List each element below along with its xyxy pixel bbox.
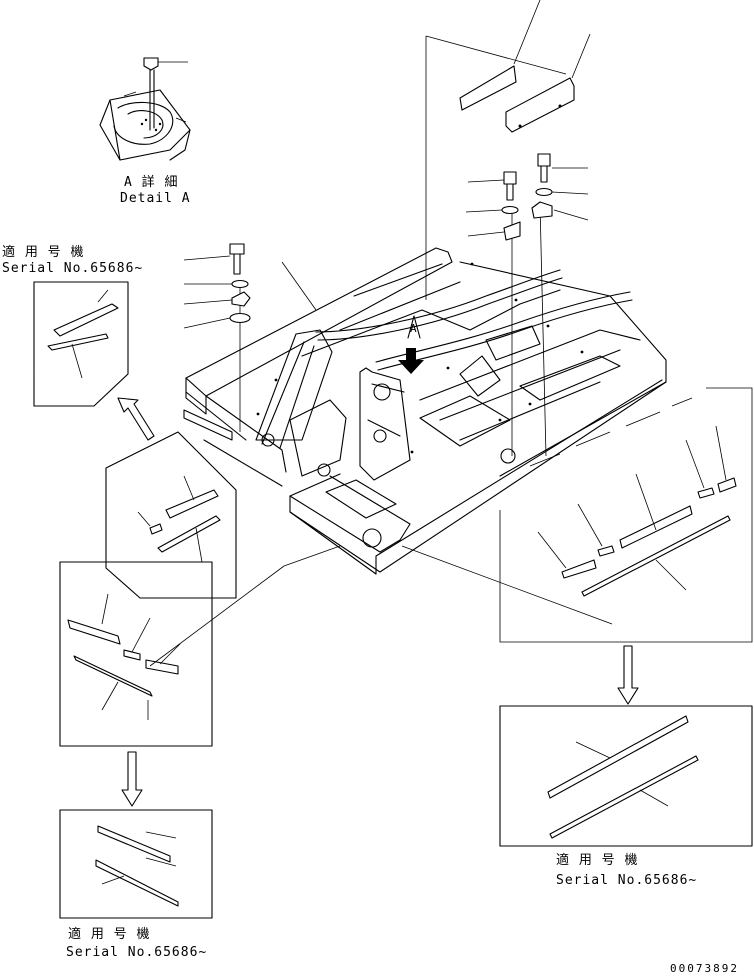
callout-box-bottom-right [499,705,753,847]
detail-a-label-en: Detail A [120,191,191,206]
drawing-number: 00073892 [670,962,739,975]
view-marker-label: A [410,322,418,335]
callout-box-upper-left [33,281,129,407]
serial-note-bottom-left-en: Serial No.65686~ [66,945,207,960]
callout-box-lower-left [59,561,213,747]
detail-a-label-jp: A 詳 細 [124,174,178,190]
left-bolt-stack [183,243,251,329]
arrow-down-left [121,751,143,807]
callout-box-middle-left [105,431,237,599]
serial-note-upper-left-en: Serial No.65686~ [2,261,143,276]
arrow-up-left [117,397,155,441]
top-right-parts [459,0,591,241]
serial-note-bottom-left-jp: 適 用 号 機 [68,926,150,942]
serial-note-bottom-right-en: Serial No.65686~ [556,873,697,888]
callout-box-bottom-left [59,809,213,919]
detail-a-illustration [99,57,191,161]
arrow-down-right [617,645,639,705]
serial-note-bottom-right-jp: 適 用 号 機 [556,852,638,868]
main-frame-illustration [149,35,667,667]
serial-note-upper-left-jp: 適 用 号 機 [2,244,84,260]
callout-box-right [499,387,753,643]
